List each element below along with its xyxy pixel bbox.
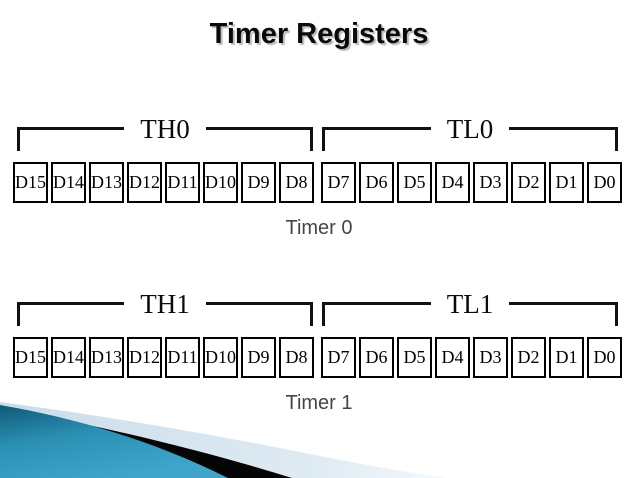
bit-cell: D15	[13, 162, 48, 203]
register-group-tl0: D7 D6 D5 D4 D3 D2 D1 D0	[321, 162, 622, 203]
bit-cell: D14	[51, 337, 86, 378]
bit-cell: D6	[359, 337, 394, 378]
register-group-tl1: D7 D6 D5 D4 D3 D2 D1 D0	[321, 337, 622, 378]
bit-cell: D9	[241, 337, 276, 378]
timer1-caption: Timer 1	[285, 392, 353, 414]
bracket-line	[205, 127, 313, 130]
bracket-tl1: TL1	[322, 289, 618, 329]
bit-cell: D4	[435, 337, 470, 378]
bit-cell: D3	[473, 162, 508, 203]
bit-cell: D2	[511, 337, 546, 378]
bracket-label-tl0: TL0	[446, 114, 494, 144]
timer0-caption: Timer 0	[285, 217, 353, 239]
bracket-tick-icon	[322, 302, 325, 326]
bit-cell: D10	[203, 337, 238, 378]
bit-cell: D0	[587, 337, 622, 378]
bracket-line	[322, 302, 431, 305]
bracket-tick-icon	[17, 302, 20, 326]
bracket-tick-icon	[310, 127, 313, 151]
bit-cell: D1	[549, 337, 584, 378]
bit-cell: D11	[165, 337, 200, 378]
bit-cell: D5	[397, 162, 432, 203]
bit-cell: D0	[587, 162, 622, 203]
bit-cell: D11	[165, 162, 200, 203]
bit-cell: D15	[13, 337, 48, 378]
bit-cell: D13	[89, 162, 124, 203]
register-group-th1: D15 D14 D13 D12 D11 D10 D9 D8	[13, 337, 314, 378]
bit-cell: D2	[511, 162, 546, 203]
register-row-timer0: D15 D14 D13 D12 D11 D10 D9 D8 D7 D6 D5 D…	[13, 162, 625, 203]
bracket-line	[17, 127, 125, 130]
bit-cell: D12	[127, 337, 162, 378]
bracket-tick-icon	[322, 127, 325, 151]
bracket-tick-icon	[17, 127, 20, 151]
bracket-label-th0: TH0	[140, 114, 190, 144]
bit-cell: D9	[241, 162, 276, 203]
bit-cell: D7	[321, 337, 356, 378]
bit-cell: D1	[549, 162, 584, 203]
register-row-timer1: D15 D14 D13 D12 D11 D10 D9 D8 D7 D6 D5 D…	[13, 337, 625, 378]
bit-cell: D12	[127, 162, 162, 203]
register-group-th0: D15 D14 D13 D12 D11 D10 D9 D8	[13, 162, 314, 203]
bracket-th1: TH1	[17, 289, 313, 329]
bit-cell: D7	[321, 162, 356, 203]
bracket-line	[17, 302, 125, 305]
bracket-tl0: TL0	[322, 114, 618, 154]
bit-cell: D6	[359, 162, 394, 203]
bracket-line	[509, 302, 618, 305]
bit-cell: D8	[279, 162, 314, 203]
bracket-tick-icon	[615, 302, 618, 326]
bracket-tick-icon	[310, 302, 313, 326]
bit-cell: D13	[89, 337, 124, 378]
bit-cell: D8	[279, 337, 314, 378]
bracket-line	[322, 127, 431, 130]
bracket-th0: TH0	[17, 114, 313, 154]
bit-cell: D14	[51, 162, 86, 203]
swoosh-teal-triangle	[0, 405, 228, 478]
bracket-label-tl1: TL1	[446, 289, 494, 319]
bit-cell: D5	[397, 337, 432, 378]
bracket-line	[205, 302, 313, 305]
bracket-tick-icon	[615, 127, 618, 151]
bracket-label-th1: TH1	[140, 289, 190, 319]
bit-cell: D4	[435, 162, 470, 203]
bracket-line	[509, 127, 618, 130]
corner-swoosh-decoration	[0, 402, 448, 478]
page-title: Timer Registers	[209, 18, 429, 50]
bit-cell: D3	[473, 337, 508, 378]
bit-cell: D10	[203, 162, 238, 203]
